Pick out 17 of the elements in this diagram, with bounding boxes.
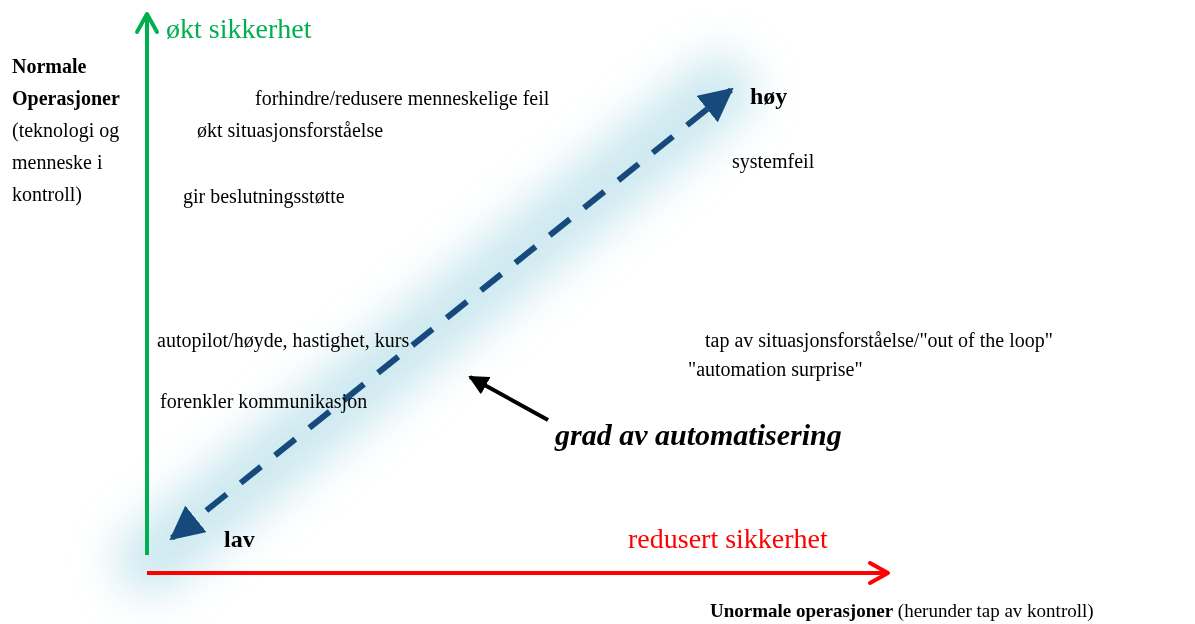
dashed-double-arrow xyxy=(169,87,734,541)
effect-text: tap av situasjonsforståelse/"out of the loop" xyxy=(705,328,1053,352)
axis-label: redusert sikkerhet xyxy=(628,522,828,556)
arrow xyxy=(468,375,549,422)
effect-text: forenkler kommunikasjon xyxy=(160,389,368,413)
effect-text: forhindre/redusere menneskelige feil xyxy=(255,86,550,110)
axis-description: Unormale operasjoner (herunder tap av kontroll) xyxy=(710,599,1094,623)
effect-text: autopilot/høyde, hastighet, kurs xyxy=(157,328,410,352)
axis-description: Normale Operasjoner (teknologi og menneske i kontroll) xyxy=(12,54,121,208)
effect-text: systemfeil xyxy=(732,149,815,173)
axis-title: grad av automatisering xyxy=(555,418,842,452)
effect-text: "automation surprise" xyxy=(688,357,863,381)
effect-text: gir beslutningsstøtte xyxy=(183,184,345,208)
effect-text: økt situasjonsforståelse xyxy=(197,118,384,142)
axis-label: økt sikkerhet xyxy=(166,12,312,46)
level-label: lav xyxy=(224,526,255,553)
level-label: høy xyxy=(750,83,788,110)
